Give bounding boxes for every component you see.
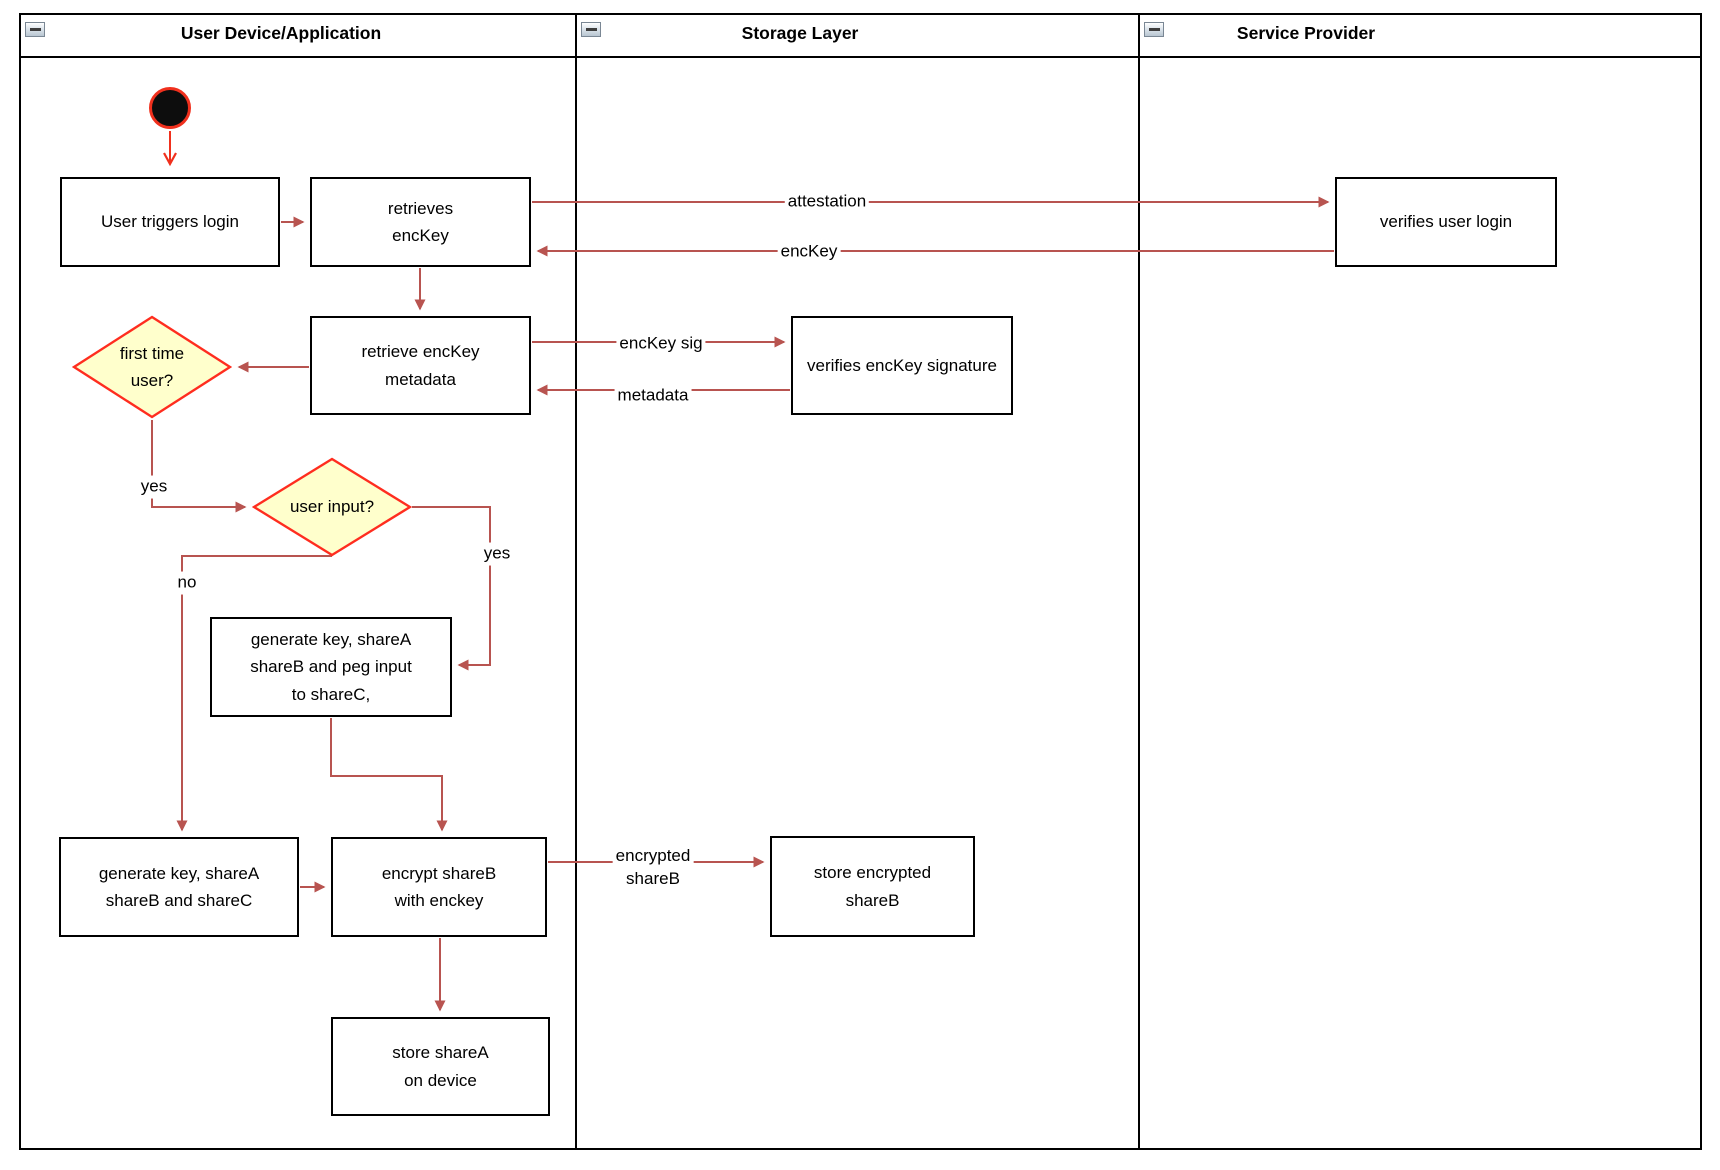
node-label: generate key, shareA shareB and shareC — [98, 863, 260, 910]
node-encrypt-shareb[interactable]: encrypt shareB with enckey — [331, 837, 547, 937]
node-label: verifies encKey signature — [807, 355, 997, 375]
node-store-encrypted-shareb[interactable]: store encrypted shareB — [770, 836, 975, 937]
decision-user-input[interactable]: user input? — [252, 457, 412, 557]
node-retrieve-enckey-metadata[interactable]: retrieve encKey metadata — [310, 316, 531, 415]
node-verifies-user-login[interactable]: verifies user login — [1335, 177, 1557, 267]
swimlane-pool — [19, 13, 1702, 1150]
node-store-sharea-on-device[interactable]: store shareA on device — [331, 1017, 550, 1116]
edge-label-attestation[interactable]: attestation — [784, 190, 870, 214]
edge-label-enckey[interactable]: encKey — [777, 240, 841, 264]
diamond-shape — [252, 457, 412, 557]
lane1-collapse-button[interactable] — [25, 22, 45, 37]
edge-label-user-input-yes[interactable]: yes — [480, 542, 514, 566]
lane3-collapse-button[interactable] — [1144, 22, 1164, 37]
node-label: encrypt shareB with enckey — [381, 863, 497, 910]
lane-title-user-device: User Device/Application — [180, 23, 382, 43]
node-generate-key-sharec[interactable]: generate key, shareA shareB and shareC — [59, 837, 299, 937]
lane-header-separator — [19, 56, 1702, 58]
node-label: retrieves encKey — [387, 198, 454, 245]
decision-label: first time user? — [119, 343, 185, 390]
decision-first-time-user[interactable]: first time user? — [72, 315, 232, 419]
edge-label-encrypted-shareb[interactable]: encrypted shareB — [612, 845, 694, 891]
node-verifies-enckey-signature[interactable]: verifies encKey signature — [791, 316, 1013, 415]
node-generate-key-peg-input[interactable]: generate key, shareA shareB and peg inpu… — [210, 617, 452, 717]
decision-label: user input? — [289, 497, 375, 517]
minus-icon — [1148, 28, 1160, 31]
node-label: verifies user login — [1379, 212, 1513, 232]
lane-title-service-provider: Service Provider — [1236, 23, 1376, 43]
lane2-collapse-button[interactable] — [581, 22, 601, 37]
diamond-shape — [72, 315, 232, 419]
node-label: store shareA on device — [392, 1043, 489, 1090]
lane-title-storage-layer: Storage Layer — [741, 23, 859, 43]
edge-label-first-time-yes[interactable]: yes — [137, 475, 171, 499]
node-label: User triggers login — [101, 212, 239, 232]
node-user-triggers-login[interactable]: User triggers login — [60, 177, 280, 267]
minus-icon — [585, 28, 597, 31]
node-label: retrieve encKey metadata — [361, 342, 480, 389]
node-label: store encrypted shareB — [813, 863, 932, 910]
edge-label-user-input-no[interactable]: no — [174, 571, 200, 595]
start-node[interactable] — [149, 87, 191, 129]
node-retrieves-enckey[interactable]: retrieves encKey — [310, 177, 531, 267]
node-label: generate key, shareA shareB and peg inpu… — [250, 630, 412, 704]
edge-label-metadata[interactable]: metadata — [614, 384, 692, 408]
edge-label-enckey-sig[interactable]: encKey sig — [616, 332, 706, 356]
minus-icon — [29, 28, 41, 31]
lane-divider-1 — [575, 13, 577, 1150]
lane-divider-2 — [1138, 13, 1140, 1150]
